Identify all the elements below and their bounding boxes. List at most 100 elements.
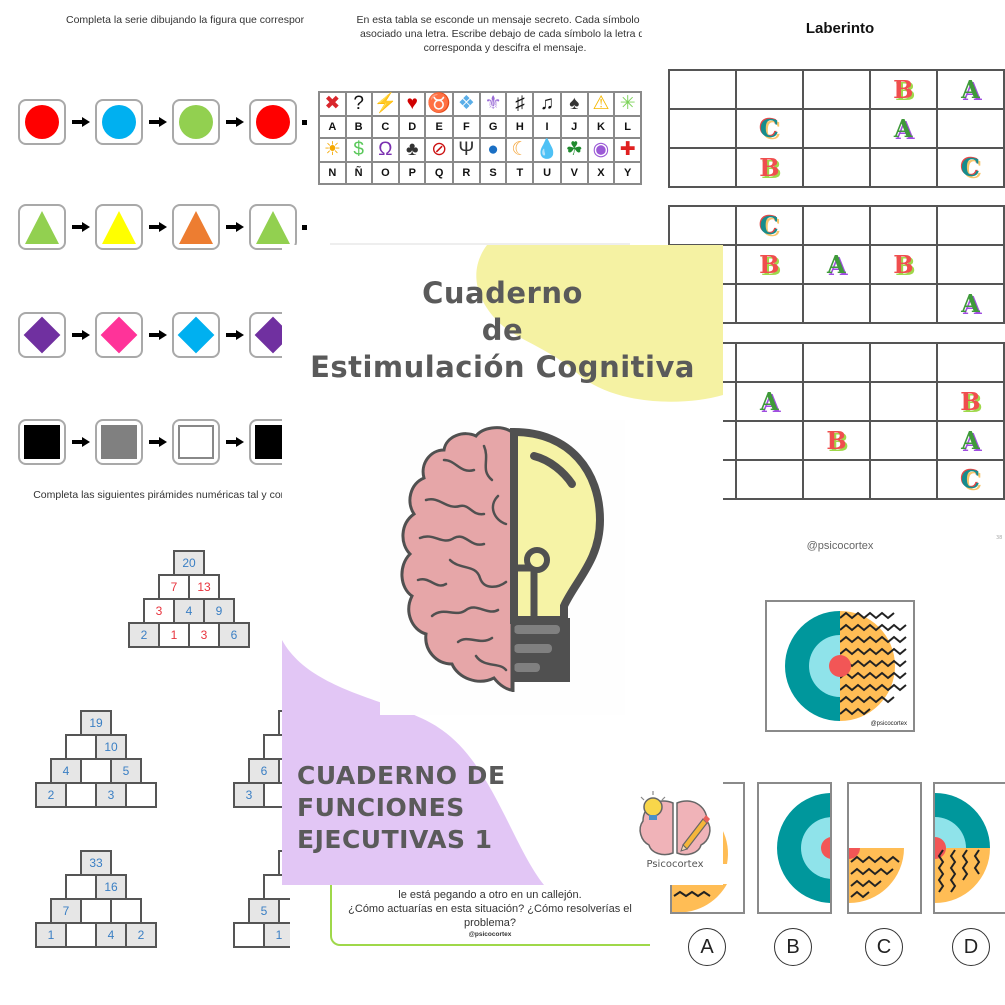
pyramid-cell[interactable] [110,898,142,924]
labyrinth-cell[interactable] [734,342,804,383]
labyrinth-cell[interactable] [935,205,1005,246]
labyrinth-letter-b: B [893,74,914,104]
cipher-symbol-icon: 💧 [532,137,562,163]
labyrinth-cell[interactable]: A [734,381,804,422]
labyrinth-cell[interactable]: B [868,69,938,110]
labyrinth-cell[interactable] [801,381,872,422]
labyrinth-cell[interactable] [869,420,938,461]
series-shape-box [95,204,143,250]
pyramid-cell: 6 [248,758,280,784]
cipher-symbol-icon: ☾ [505,137,535,163]
cipher-symbol-icon: ● [478,137,508,163]
labyrinth-cell[interactable]: C [935,459,1005,500]
cipher-letter: Q [424,161,454,185]
labyrinth-cell[interactable] [801,459,872,500]
labyrinth-cell[interactable] [734,283,804,324]
option-d-figure[interactable] [933,782,1005,914]
series-worksheet: Completa la serie dibujando la figura qu… [0,0,330,480]
labyrinth-cell[interactable]: A [935,69,1005,110]
labyrinth-cell[interactable] [801,342,872,383]
labyrinth-cell[interactable] [935,342,1005,383]
option-c-figure[interactable] [847,782,922,914]
labyrinth-cell[interactable] [668,205,737,246]
labyrinth-cell[interactable]: C [734,108,804,149]
pyramid-cell[interactable] [278,898,290,924]
labyrinth-cell[interactable] [734,69,804,110]
labyrinth-cell[interactable] [801,147,871,188]
labyrinth-cell[interactable]: B [734,244,804,285]
option-b-label[interactable]: B [774,928,812,966]
labyrinth-cell[interactable] [668,147,737,188]
diamond-shape-icon [177,316,215,354]
option-a-label[interactable]: A [688,928,726,966]
labyrinth-cell[interactable]: A [935,283,1005,324]
labyrinth-cell[interactable] [935,244,1005,285]
labyrinth-cell[interactable] [868,205,938,246]
pyramid-cell[interactable] [80,898,112,924]
option-b-figure[interactable] [757,782,832,914]
cipher-symbol-icon: ♯ [505,91,535,117]
author-handle: @psicocortex [806,540,874,552]
labyrinth-cell[interactable] [801,108,871,149]
series-shape-box [172,419,220,465]
pyramid-cell[interactable] [125,782,157,808]
cipher-letter: B [344,115,373,139]
labyrinth-cell[interactable] [868,283,938,324]
cipher-symbol-icon: $ [344,137,373,163]
pyramid-cell: 5 [110,758,142,784]
pyramid-cell: 10 [95,734,127,760]
labyrinth-cell[interactable]: A [801,244,871,285]
svg-text:Psicocortex: Psicocortex [646,859,703,870]
pyramid-cell: 7 [50,898,82,924]
pyramid-cell[interactable] [80,758,112,784]
pyramid-cell[interactable] [65,874,97,900]
labyrinth-cell[interactable]: C [734,205,804,246]
labyrinth-cell[interactable] [668,69,737,110]
cipher-symbol-icon: ✖ [318,91,347,117]
labyrinth-cell[interactable]: B [868,244,938,285]
target-figure: @psicocortex [765,600,915,732]
cipher-symbol-icon: ♉ [424,91,454,117]
labyrinth-cell[interactable]: A [935,420,1005,461]
cipher-symbol-icon: ❖ [452,91,481,117]
pyramid-row: 5 [248,898,290,924]
pyramid-cell: 4 [173,598,205,624]
labyrinth-cell[interactable] [869,342,938,383]
labyrinth-cell[interactable] [734,420,804,461]
labyrinth-cell[interactable]: A [868,108,938,149]
labyrinth-cell[interactable]: B [734,147,804,188]
cipher-letter: X [586,161,616,185]
pyramid-cell[interactable] [233,922,265,948]
labyrinth-cell[interactable] [801,283,871,324]
cipher-letter: I [532,115,562,139]
cipher-letter: L [613,115,642,139]
labyrinth-cell[interactable]: C [935,147,1005,188]
series-row-diamond [18,311,297,359]
labyrinth-cell[interactable]: B [801,420,872,461]
arrow-right-icon [143,222,172,232]
page-number: 38 [996,535,1003,541]
labyrinth-cell[interactable] [801,205,871,246]
labyrinth-cell[interactable] [801,69,871,110]
cipher-letter: F [452,115,481,139]
labyrinth-cell[interactable] [869,459,938,500]
pyramid-cell[interactable] [65,782,97,808]
option-d-label[interactable]: D [952,928,990,966]
labyrinth-cell[interactable] [734,459,804,500]
pyramid-cell[interactable] [65,922,97,948]
pyramid-cell[interactable] [65,734,97,760]
labyrinth-cell[interactable] [935,108,1005,149]
pyramid-row: 33 [80,850,112,876]
labyrinth-cell[interactable] [869,381,938,422]
psicocortex-logo-icon: Psicocortex [639,791,711,870]
labyrinth-cell[interactable] [668,108,737,149]
pyramid-cell: 2 [125,922,157,948]
option-c-label[interactable]: C [865,928,903,966]
labyrinth-cell[interactable]: B [935,381,1005,422]
arrow-right-icon [220,222,249,232]
labyrinth-cell[interactable] [868,147,938,188]
cipher-letter: O [370,161,401,185]
